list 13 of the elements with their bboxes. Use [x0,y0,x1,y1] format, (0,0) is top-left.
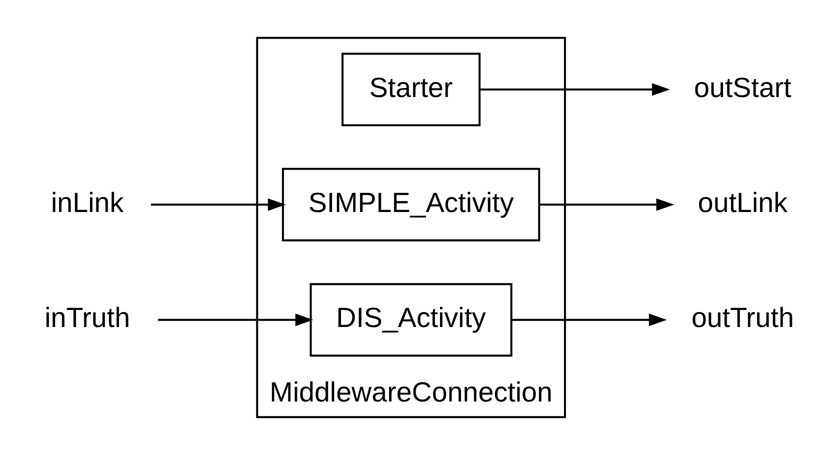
arrow [158,314,314,326]
node-text: inTruth [44,302,130,334]
node-box: SIMPLE_Activity [282,168,540,242]
arrow [150,198,286,211]
node-text: outLink [698,187,788,218]
node-box: DIS_Activity [310,283,512,357]
node-box: Starter [342,52,481,126]
node-text: inLink [51,187,124,218]
arrow [480,83,670,96]
node-text: outStart [694,72,792,103]
node-text: outTruth [691,302,794,334]
arrow [511,314,667,326]
arrow [540,198,674,211]
